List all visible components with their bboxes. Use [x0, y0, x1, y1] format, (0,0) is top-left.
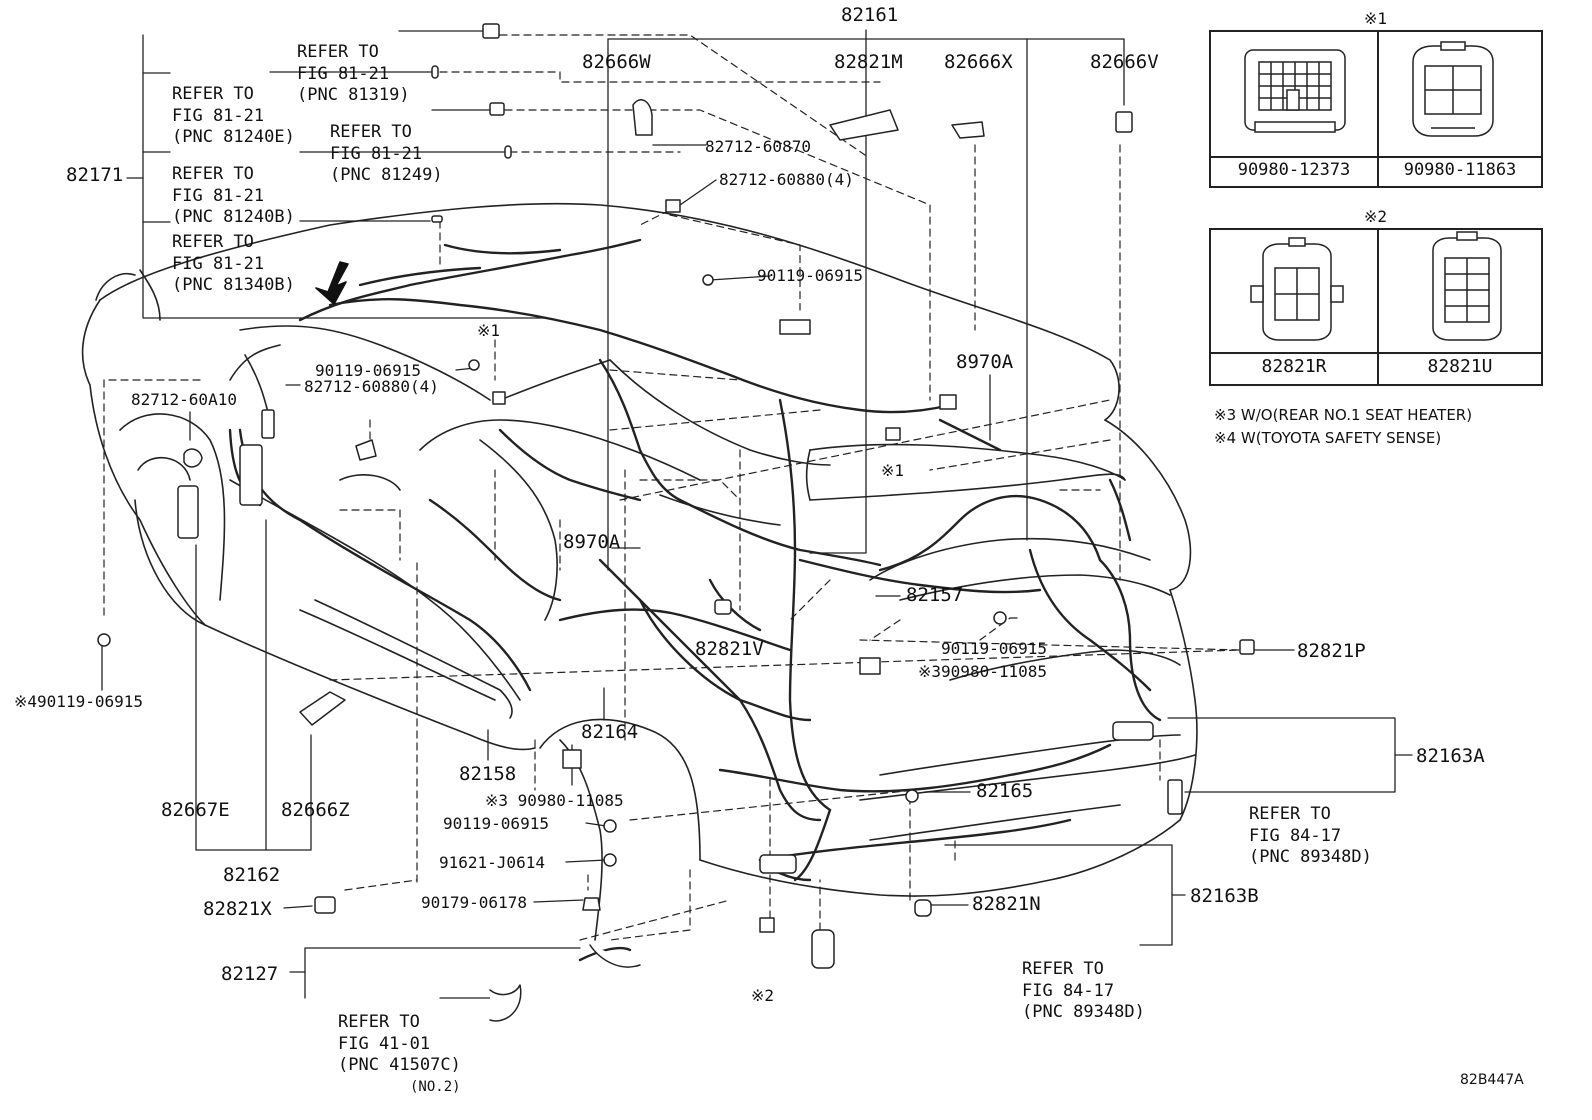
inset-2-left-label: 82821R — [1261, 356, 1327, 377]
note-3: ※3 W/O(REAR NO.1 SEAT HEATER) — [1214, 406, 1473, 424]
part-label-82158: 82158 — [459, 763, 517, 785]
part-label-82712-60880-left: 82712-60880(4) — [304, 377, 439, 396]
part-label-82821N: 82821N — [972, 893, 1041, 915]
part-label-82162: 82162 — [223, 864, 281, 886]
part-label-90119-06915-note4: ※490119-06915 — [14, 692, 143, 711]
part-label-82821V: 82821V — [695, 638, 764, 660]
asterisk-2-label: ※2 — [751, 986, 775, 1005]
part-label-90119-06915-a: 90119-06915 — [757, 266, 863, 285]
part-label-82171: 82171 — [66, 164, 124, 186]
inset-2-right-label: 82821U — [1427, 356, 1493, 377]
inset-1-box: 90980-12373 90980-11863 — [1209, 30, 1543, 188]
inset-1-mark: ※1 — [1364, 9, 1388, 28]
part-label-90980-11085-d: ※3 90980-11085 — [485, 791, 624, 810]
part-label-82127: 82127 — [221, 963, 279, 985]
part-label-90980-11085-c: ※390980-11085 — [918, 662, 1047, 681]
part-label-82666W: 82666W — [582, 51, 651, 73]
part-label-82164: 82164 — [581, 721, 639, 743]
part-label-82163B: 82163B — [1190, 885, 1259, 907]
harness-routes — [228, 238, 1162, 962]
asterisk-1-label-b: ※1 — [881, 461, 905, 480]
part-label-82666V: 82666V — [1090, 51, 1159, 73]
part-label-8970A-mid: 8970A — [563, 531, 621, 553]
diagram-code: 82B447A — [1460, 1072, 1524, 1088]
part-label-82666Z: 82666Z — [281, 799, 350, 821]
part-label-82161: 82161 — [841, 4, 899, 26]
part-label-82821M: 82821M — [834, 51, 903, 73]
part-label-90119-06915-d: 90119-06915 — [443, 814, 549, 833]
part-label-82821X: 82821X — [203, 898, 272, 920]
part-label-82821P: 82821P — [1297, 640, 1366, 662]
part-label-82712-60880-top: 82712-60880(4) — [719, 170, 854, 189]
part-label-82165: 82165 — [976, 780, 1034, 802]
inset-1-right-label: 90980-11863 — [1403, 160, 1517, 180]
connector-90980-12373-drawing — [1244, 41, 1494, 137]
inset-2-box: 82821R 82821U — [1209, 228, 1543, 386]
note-4: ※4 W(TOYOTA SAFETY SENSE) — [1214, 429, 1442, 447]
vehicle-body-outline — [81, 202, 1198, 941]
part-label-82667E: 82667E — [161, 799, 230, 821]
part-label-82712-60870: 82712-60870 — [705, 137, 811, 156]
part-label-82157: 82157 — [906, 584, 964, 606]
pointer-arrow — [315, 261, 349, 305]
connector-82821-drawing — [1250, 231, 1502, 341]
dashed-reference-lines — [103, 34, 1241, 941]
part-label-90119-06915-b: 90119-06915 — [315, 361, 421, 380]
part-label-82712-60A10: 82712-60A10 — [131, 390, 237, 409]
inset-2-mark: ※2 — [1364, 207, 1388, 226]
component-glyphs — [97, 23, 1255, 1022]
part-label-82666X: 82666X — [944, 51, 1013, 73]
asterisk-1-label-a: ※1 — [477, 321, 501, 340]
part-label-8970A-right: 8970A — [956, 351, 1014, 373]
part-label-82163A: 82163A — [1416, 745, 1485, 767]
part-label-90179-06178: 90179-06178 — [421, 893, 527, 912]
inset-1-left-label: 90980-12373 — [1237, 160, 1351, 180]
part-label-91621-J0614: 91621-J0614 — [439, 853, 545, 872]
part-label-90119-06915-c: 90119-06915 — [941, 639, 1047, 658]
